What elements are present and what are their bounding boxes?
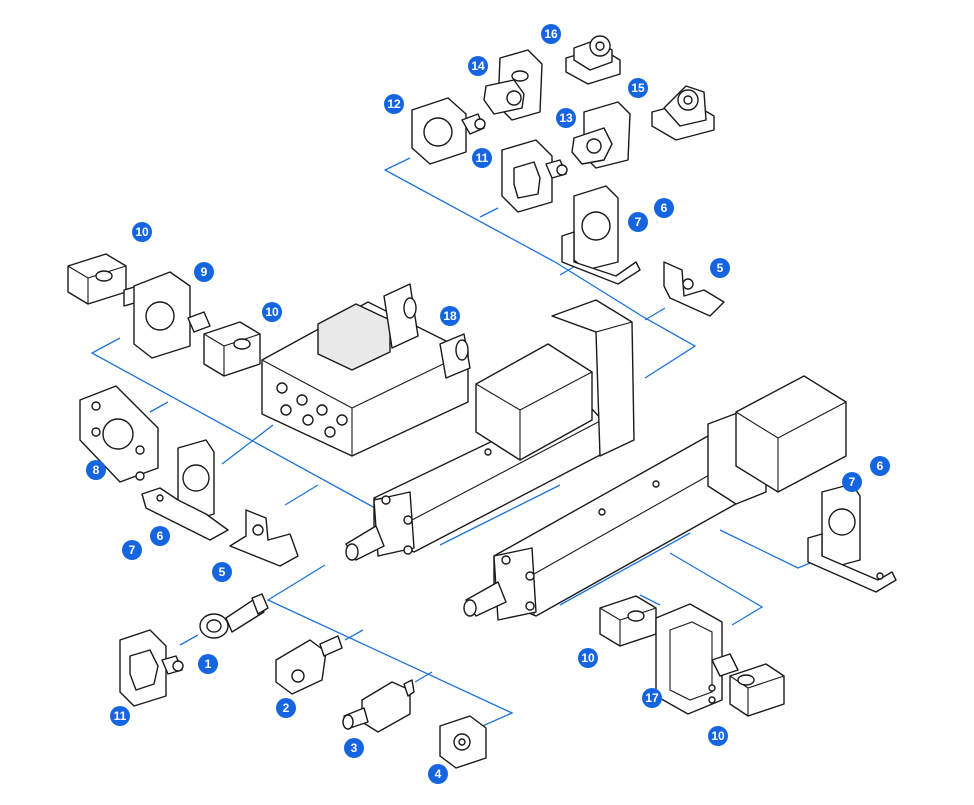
svg-text:18: 18 bbox=[443, 309, 457, 323]
callout-14: 14 bbox=[468, 56, 488, 76]
callout-2: 2 bbox=[276, 698, 296, 718]
callout-4: 4 bbox=[428, 764, 448, 784]
svg-text:5: 5 bbox=[717, 261, 724, 275]
part-18-guide-unit bbox=[261, 283, 471, 457]
svg-text:14: 14 bbox=[471, 59, 485, 73]
callout-9: 9 bbox=[194, 262, 214, 282]
part-11-flange-top bbox=[501, 139, 568, 213]
callout-17: 17 bbox=[642, 688, 662, 708]
callout-6: 6 bbox=[654, 198, 674, 218]
part-10-block-left bbox=[67, 253, 127, 305]
part-14-trunnion-mount bbox=[483, 49, 543, 121]
part-9-flange bbox=[123, 271, 211, 359]
svg-text:5: 5 bbox=[219, 565, 226, 579]
svg-text:10: 10 bbox=[265, 305, 279, 319]
callout-16: 16 bbox=[541, 24, 561, 44]
callout-11: 11 bbox=[110, 706, 130, 726]
callout-18: 18 bbox=[440, 306, 460, 326]
svg-text:15: 15 bbox=[631, 81, 645, 95]
callouts: 16 14 15 12 13 11 7 6 10 9 5 10 18 8 6 7… bbox=[86, 24, 890, 784]
callout-10: 10 bbox=[262, 302, 282, 322]
svg-text:7: 7 bbox=[849, 475, 856, 489]
callout-6: 6 bbox=[870, 456, 890, 476]
part-8-flange-plate bbox=[79, 385, 159, 483]
callout-1: 1 bbox=[198, 654, 218, 674]
part-10-block-right-top bbox=[599, 595, 657, 647]
callout-7: 7 bbox=[628, 212, 648, 232]
svg-text:3: 3 bbox=[351, 741, 358, 755]
callout-12: 12 bbox=[384, 94, 404, 114]
svg-text:7: 7 bbox=[635, 215, 642, 229]
svg-text:11: 11 bbox=[476, 151, 489, 165]
callout-8: 8 bbox=[86, 460, 106, 480]
callout-15: 15 bbox=[628, 78, 648, 98]
part-10-block-right bbox=[203, 321, 261, 377]
part-13-pivot-flange bbox=[571, 101, 631, 169]
svg-text:6: 6 bbox=[661, 201, 668, 215]
svg-text:6: 6 bbox=[157, 529, 164, 543]
callout-7: 7 bbox=[122, 540, 142, 560]
part-5-bracket-top bbox=[663, 261, 725, 317]
svg-text:6: 6 bbox=[877, 459, 884, 473]
callout-10: 10 bbox=[708, 726, 728, 746]
svg-text:4: 4 bbox=[435, 767, 442, 781]
callout-6: 6 bbox=[150, 526, 170, 546]
svg-text:17: 17 bbox=[645, 691, 659, 705]
part-16-clevis-bracket bbox=[565, 35, 621, 85]
svg-text:10: 10 bbox=[711, 729, 725, 743]
callout-13: 13 bbox=[556, 108, 576, 128]
callout-5: 5 bbox=[710, 258, 730, 278]
callout-5: 5 bbox=[212, 562, 232, 582]
svg-text:16: 16 bbox=[544, 27, 558, 41]
callout-3: 3 bbox=[344, 738, 364, 758]
leader-lines bbox=[90, 157, 811, 729]
svg-text:13: 13 bbox=[559, 111, 573, 125]
actuator-lower bbox=[463, 375, 847, 621]
part-5-bracket-left bbox=[229, 509, 299, 567]
svg-text:9: 9 bbox=[201, 265, 208, 279]
svg-text:10: 10 bbox=[135, 225, 149, 239]
part-2-clevis bbox=[275, 635, 343, 695]
svg-text:8: 8 bbox=[93, 463, 100, 477]
svg-text:12: 12 bbox=[387, 97, 401, 111]
svg-text:1: 1 bbox=[205, 657, 212, 671]
callout-10: 10 bbox=[578, 648, 598, 668]
callout-7: 7 bbox=[842, 472, 862, 492]
part-7-foot-bracket-top bbox=[561, 185, 641, 285]
actuator-upper bbox=[345, 299, 635, 561]
part-10-block-right-bottom bbox=[729, 663, 785, 717]
part-3-coupler bbox=[342, 679, 415, 733]
callout-10: 10 bbox=[132, 222, 152, 242]
part-6-foot-bracket-left bbox=[141, 439, 229, 541]
part-4-plate bbox=[439, 715, 487, 769]
svg-text:7: 7 bbox=[129, 543, 136, 557]
callout-11: 11 bbox=[472, 148, 492, 168]
svg-text:2: 2 bbox=[283, 701, 290, 715]
part-12-flange bbox=[411, 97, 486, 165]
svg-text:10: 10 bbox=[581, 651, 595, 665]
part-15-pivot-mount bbox=[651, 85, 715, 141]
part-17-trunnion-frame bbox=[655, 603, 739, 715]
part-7-foot-bracket-right bbox=[807, 483, 897, 593]
part-11-flange-bottom bbox=[119, 629, 184, 707]
svg-text:11: 11 bbox=[114, 709, 127, 723]
part-1-rod-eye bbox=[199, 593, 269, 639]
